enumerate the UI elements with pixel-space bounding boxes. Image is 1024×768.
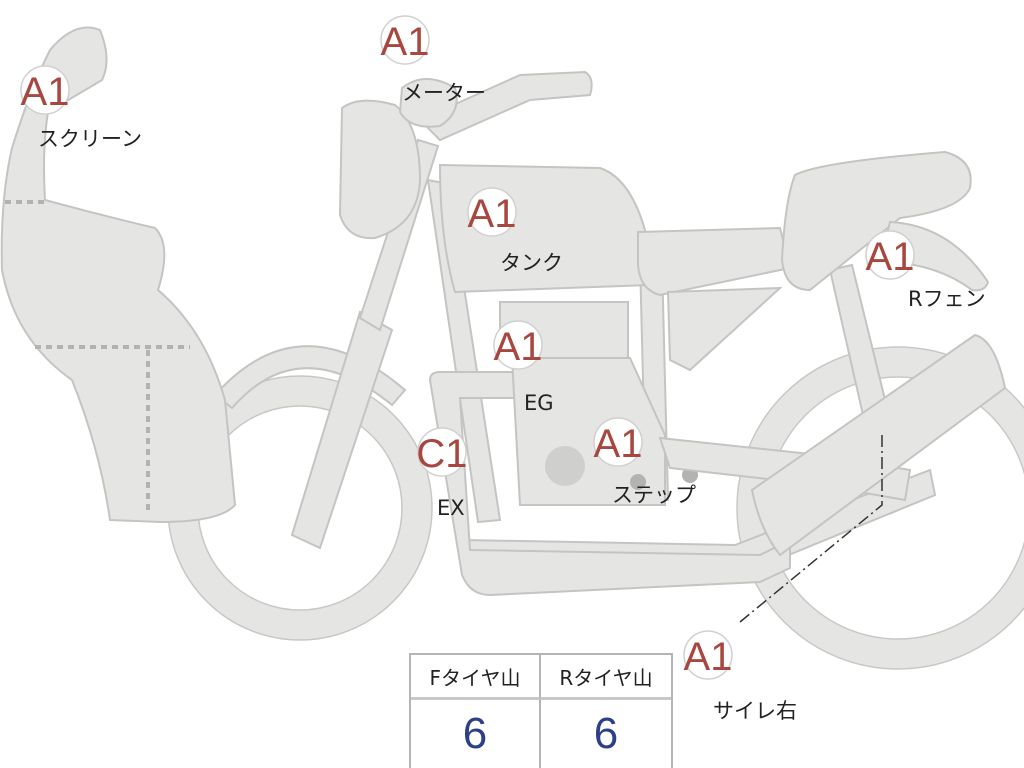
rear-fender-label: Rフェン — [908, 287, 986, 311]
front-cowl — [0, 26, 237, 524]
meter-grade: A1 — [381, 20, 430, 64]
step-grade: A1 — [594, 422, 643, 466]
muffler-marker — [739, 435, 883, 623]
rear-fender-grade: A1 — [866, 235, 915, 279]
seat-front — [637, 226, 792, 297]
engine-grade-badge: A1 — [493, 320, 543, 370]
tank-grade-badge: A1 — [467, 187, 517, 237]
step-grade-badge: A1 — [593, 417, 643, 467]
rear-tire-value: 6 — [593, 709, 619, 758]
cowl-seams — [5, 200, 190, 515]
rear-tire-header: Rタイヤ山 — [541, 655, 671, 700]
screen-grade-badge: A1 — [20, 65, 70, 115]
meter-body — [398, 78, 458, 128]
front-tire-value: 6 — [411, 700, 541, 768]
exhaust-pipe — [428, 371, 791, 597]
tire-tread-table: Fタイヤ山 Rタイヤ山 6 6 — [409, 653, 673, 768]
muffler-right-grade-badge: A1 — [683, 630, 733, 680]
muffler-right-grade: A1 — [684, 635, 733, 679]
tank-grade: A1 — [468, 192, 517, 236]
seat — [780, 150, 972, 292]
screen-grade: A1 — [21, 70, 70, 114]
engine-label: EG — [524, 391, 554, 415]
step-label: ステップ — [612, 483, 696, 507]
muffler-right-label: サイレ右 — [713, 699, 797, 723]
handlebar — [418, 70, 593, 142]
exhaust-label: EX — [437, 496, 465, 520]
engine-grade: A1 — [494, 325, 543, 369]
exhaust-grade: C1 — [416, 432, 467, 476]
rear-fender-grade-badge: A1 — [865, 230, 915, 280]
front-tire-header: Fタイヤ山 — [411, 655, 541, 700]
muffler — [750, 333, 1007, 557]
exhaust-grade-badge: C1 — [416, 427, 468, 477]
tank-label: タンク — [500, 251, 563, 275]
meter-label: メーター — [402, 81, 486, 105]
meter-grade-badge: A1 — [380, 15, 430, 65]
screen-label: スクリーン — [38, 127, 142, 151]
headlight — [338, 99, 422, 240]
side-cover — [666, 286, 783, 372]
